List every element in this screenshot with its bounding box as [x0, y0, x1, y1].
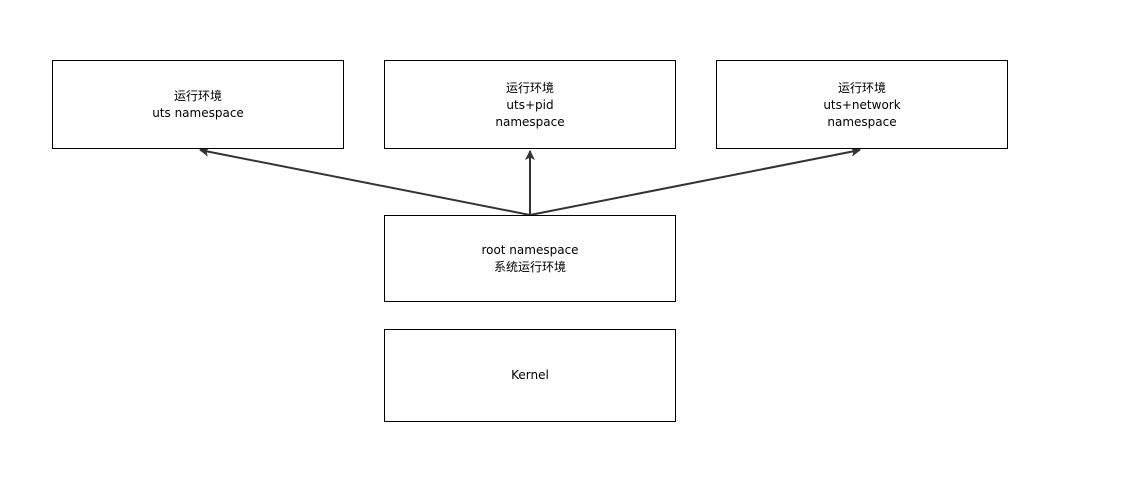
arrow-root-to-uts — [199, 146, 531, 216]
uts-namespace-label: 运行环境 uts namespace — [152, 88, 244, 148]
uts-pid-namespace-box: 运行环境 uts+pid namespace — [384, 60, 676, 149]
kernel-box: Kernel — [384, 329, 676, 422]
uts-pid-line2: uts+pid — [506, 98, 554, 112]
uts-line1: 运行环境 — [173, 89, 222, 103]
root-line2: 系统运行环境 — [493, 260, 566, 274]
uts-network-namespace-label: 运行环境 uts+network namespace — [823, 80, 900, 148]
uts-namespace-box: 运行环境 uts namespace — [52, 60, 344, 149]
kernel-line1: Kernel — [511, 368, 549, 382]
uts-pid-line3: namespace — [495, 115, 565, 129]
uts-line2: uts namespace — [152, 106, 244, 120]
root-namespace-label: root namespace 系统运行环境 — [481, 242, 578, 301]
root-namespace-box: root namespace 系统运行环境 — [384, 215, 676, 302]
uts-network-namespace-box: 运行环境 uts+network namespace — [716, 60, 1008, 149]
arrow-root-to-uts-network — [529, 146, 861, 216]
uts-network-line2: uts+network — [823, 98, 901, 112]
uts-pid-line1: 运行环境 — [505, 81, 554, 95]
uts-pid-namespace-label: 运行环境 uts+pid namespace — [495, 80, 564, 148]
kernel-label: Kernel — [511, 367, 549, 384]
root-line1: root namespace — [481, 243, 579, 257]
uts-network-line3: namespace — [827, 115, 897, 129]
uts-network-line1: 运行环境 — [837, 81, 886, 95]
